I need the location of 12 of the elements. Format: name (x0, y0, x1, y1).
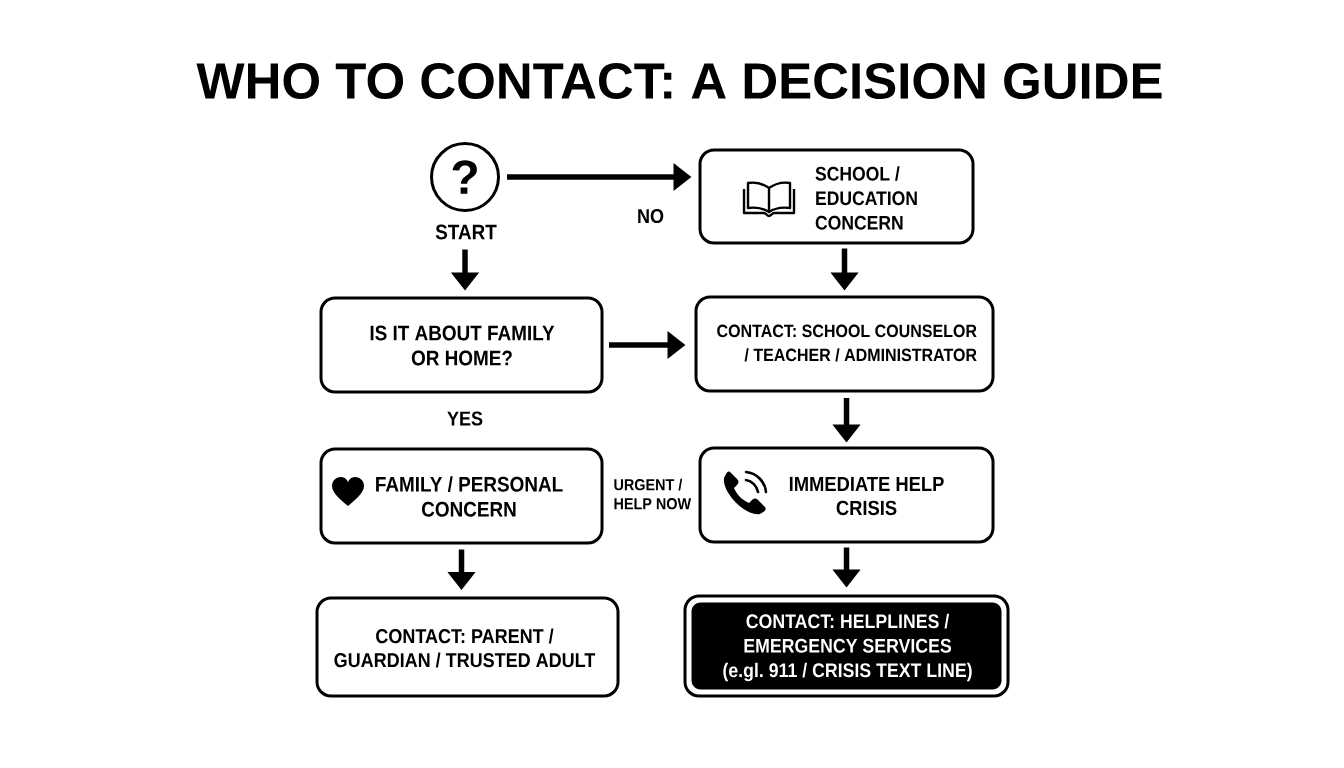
contact-box: CONTACT: SCHOOL COUNSELOR / TEACHER / ADMINISTRATOR (694, 295, 995, 393)
contact-box: CONTACT: PARENT / GUARDIAN / TRUSTED ADULT (315, 596, 620, 698)
edge-label: NO (638, 208, 664, 224)
concern-box: FAMILY / PERSONAL CONCERN (319, 447, 604, 545)
branch-label: URGENT / HELP NOW (614, 478, 692, 510)
emergency-contact-box: CONTACT: HELPLINES / EMERGENCY SERVICES (e.gl. 911 / CRISIS TEXT LINE) (683, 594, 1010, 698)
concern-box: SCHOOL / EDUCATION CONCERN (698, 148, 975, 245)
title: WHO TO CONTACT: A DECISION GUIDE (196, 62, 1162, 100)
start-label: START (435, 224, 497, 240)
concern-box: IMMEDIATE HELP CRISIS (698, 446, 995, 544)
question-box: IS IT ABOUT FAMILY OR HOME? (319, 296, 604, 394)
branch-label: YES (447, 411, 483, 426)
